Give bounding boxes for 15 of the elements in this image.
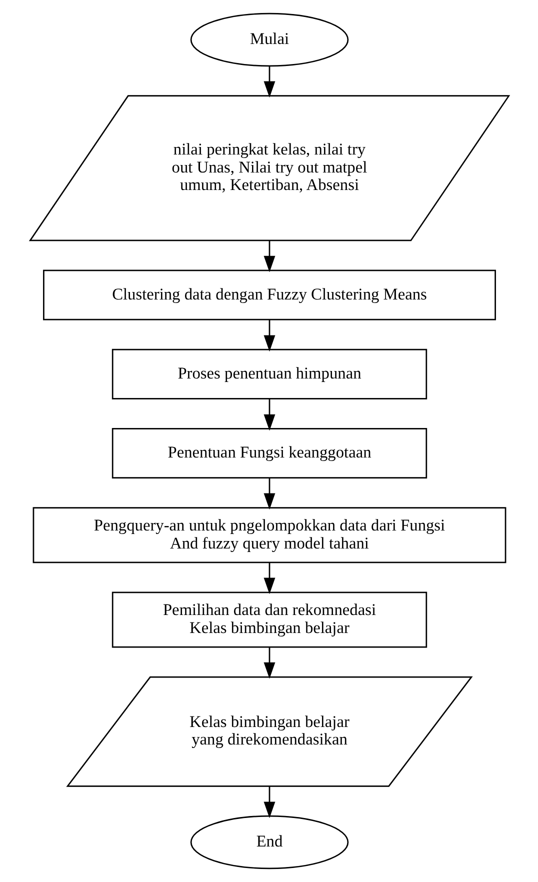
node-box: Pengquery-an untuk pngelompokkan data dari Fungsi And fuzzy query model tahani [32, 507, 506, 564]
node-box: Clustering data dengan Fuzzy Clustering Means [42, 270, 496, 320]
node-box: Penentuan Fungsi keanggotaan [111, 428, 427, 479]
arrow [263, 398, 275, 431]
arrow [263, 66, 275, 98]
arrow [263, 320, 275, 352]
node-box: Pemilihan data dan rekomnedasi Kelas bimbingan belajar [111, 592, 427, 648]
arrow [263, 478, 275, 510]
node-ellipse: Mulai [190, 12, 348, 67]
arrow [263, 240, 275, 272]
arrow [263, 648, 275, 679]
arrow [263, 562, 275, 594]
node-ellipse: End [190, 815, 348, 870]
node-box: Proses penentuan himpunan [111, 348, 427, 400]
arrow [263, 786, 275, 818]
